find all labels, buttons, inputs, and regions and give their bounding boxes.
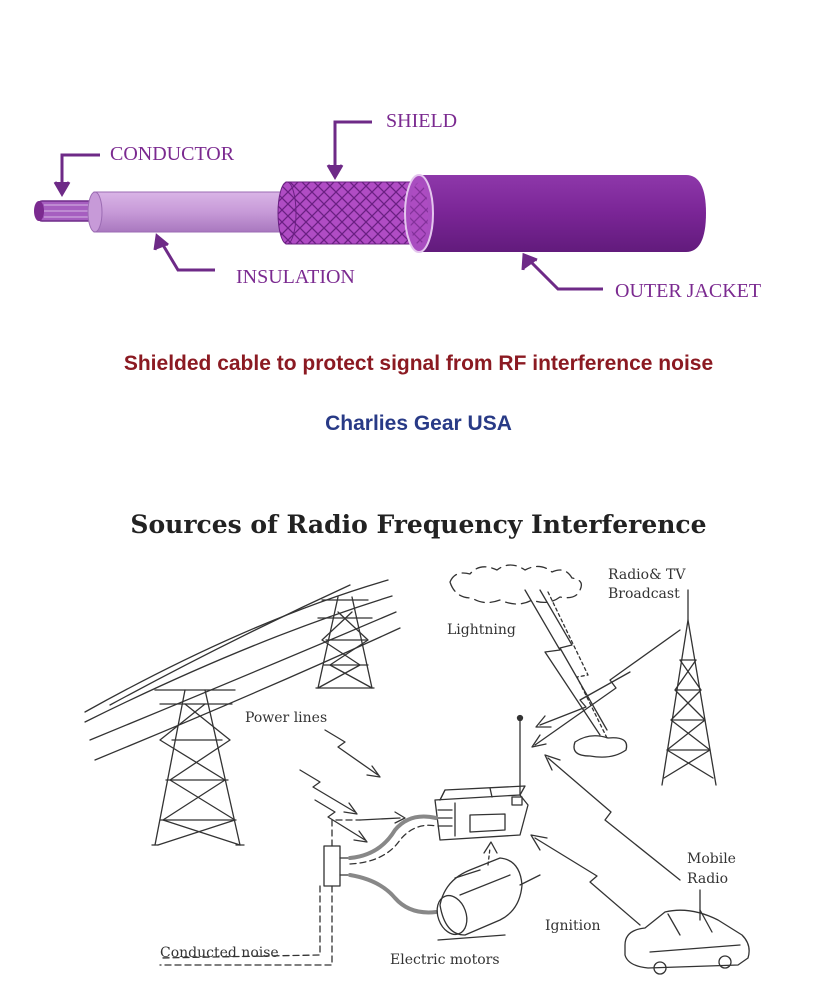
conductor-pointer [53, 153, 100, 197]
electric-motors-label: Electric motors [390, 952, 500, 968]
shield-label: SHIELD [386, 110, 457, 132]
insulation-pointer [153, 233, 215, 272]
power-line-radiation-arrows [299, 729, 381, 843]
brand-name: Charlies Gear USA [325, 412, 512, 435]
ignition-arrow [530, 834, 641, 926]
shield-pointer [326, 120, 372, 180]
broadcast-radiation-arrow [531, 629, 681, 748]
lightning-radiation-arrow [535, 671, 631, 728]
far-pylon [315, 596, 375, 689]
main-pylon [151, 689, 245, 846]
caption: Shielded cable to protect signal from RF… [123, 352, 714, 375]
lightning-cloud [449, 564, 583, 605]
mobile-radio-label-line1: Mobile [687, 851, 736, 867]
power-lines-label: Power lines [245, 710, 327, 726]
lightning-label: Lightning [447, 622, 516, 638]
lightning-strike-ground [573, 735, 628, 758]
insulation-label: INSULATION [236, 266, 355, 288]
rfi-title: Sources of Radio Frequency Interference [130, 510, 707, 539]
car [624, 889, 750, 975]
motor-radiation-arrow [483, 841, 498, 866]
electric-motor [436, 857, 541, 941]
conducted-noise-label: Conducted noise [160, 945, 279, 961]
radio-receiver [434, 714, 529, 841]
broadcast-label-line2: Broadcast [608, 586, 680, 602]
shielded-cable-diagram: CONDUCTOR SHIELD INSULATION OUTER JACKET [34, 110, 761, 302]
broadcast-label-line1: Radio& TV [608, 567, 686, 583]
mobile-radio-arrow [544, 754, 681, 881]
lightning-bolt [524, 589, 609, 741]
mobile-radio-label-line2: Radio [687, 871, 728, 887]
broadcast-tower [661, 589, 717, 786]
outer-jacket-pointer [521, 252, 603, 291]
utility-box [159, 811, 438, 966]
power-line-wires [84, 579, 401, 761]
conductor-label: CONDUCTOR [110, 143, 235, 165]
outer-jacket [404, 174, 706, 253]
outer-jacket-label: OUTER JACKET [615, 280, 761, 302]
ignition-label: Ignition [545, 918, 601, 934]
